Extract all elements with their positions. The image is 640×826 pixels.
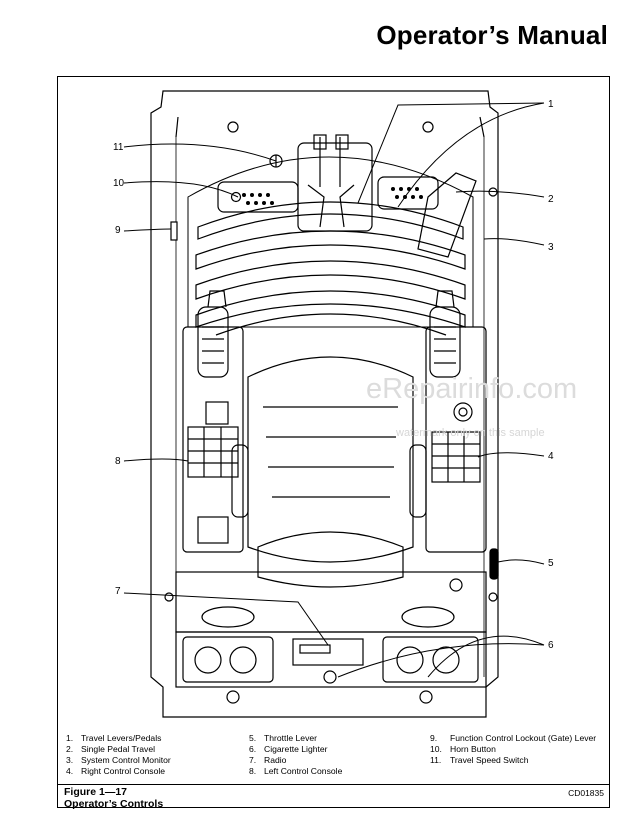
legend-column: 5.Throttle Lever 6.Cigarette Lighter 7.R… bbox=[249, 733, 342, 777]
legend-item: 6.Cigarette Lighter bbox=[249, 744, 328, 754]
caption-divider bbox=[58, 784, 609, 785]
legend-item: 3.System Control Monitor bbox=[66, 755, 171, 765]
operator-controls-diagram bbox=[123, 90, 545, 718]
legend-item: 7.Radio bbox=[249, 755, 287, 765]
callout-7: 7 bbox=[115, 586, 121, 597]
figure-title: Operator’s Controls bbox=[64, 798, 164, 810]
legend-item: 2.Single Pedal Travel bbox=[66, 744, 156, 754]
legend-item: 1.Travel Levers/Pedals bbox=[66, 733, 162, 743]
page-title: Operator’s Manual bbox=[376, 20, 608, 50]
legend-item: 5.Throttle Lever bbox=[249, 733, 318, 743]
legend-item: 9.Function Control Lockout (Gate) Lever bbox=[430, 733, 597, 743]
callout-8: 8 bbox=[115, 456, 121, 467]
callout-5: 5 bbox=[548, 558, 554, 569]
callout-10: 10 bbox=[113, 178, 125, 189]
legend-column: 1.Travel Levers/Pedals 2.Single Pedal Tr… bbox=[66, 733, 171, 777]
figure-frame bbox=[57, 76, 610, 808]
callout-2: 2 bbox=[548, 194, 554, 205]
callout-3: 3 bbox=[548, 242, 554, 253]
callout-11: 11 bbox=[113, 142, 124, 153]
callout-9: 9 bbox=[115, 225, 121, 236]
callout-4: 4 bbox=[548, 451, 554, 462]
figure-code: CD01835 bbox=[568, 788, 604, 798]
callout-1: 1 bbox=[548, 99, 554, 110]
figure-caption: Figure 1—17 Operator’s Controls bbox=[64, 786, 163, 810]
legend-column: 9.Function Control Lockout (Gate) Lever … bbox=[430, 733, 596, 766]
watermark-note: watermark only on this sample bbox=[396, 427, 545, 439]
callout-6: 6 bbox=[548, 640, 554, 651]
legend-item: 11.Travel Speed Switch bbox=[430, 755, 529, 765]
legend-item: 8.Left Control Console bbox=[249, 766, 343, 776]
figure-number: Figure 1—17 bbox=[64, 786, 128, 798]
legend-item: 10.Horn Button bbox=[430, 744, 496, 754]
legend-item: 4.Right Control Console bbox=[66, 766, 166, 776]
watermark: eRepairinfo.com bbox=[366, 373, 578, 405]
